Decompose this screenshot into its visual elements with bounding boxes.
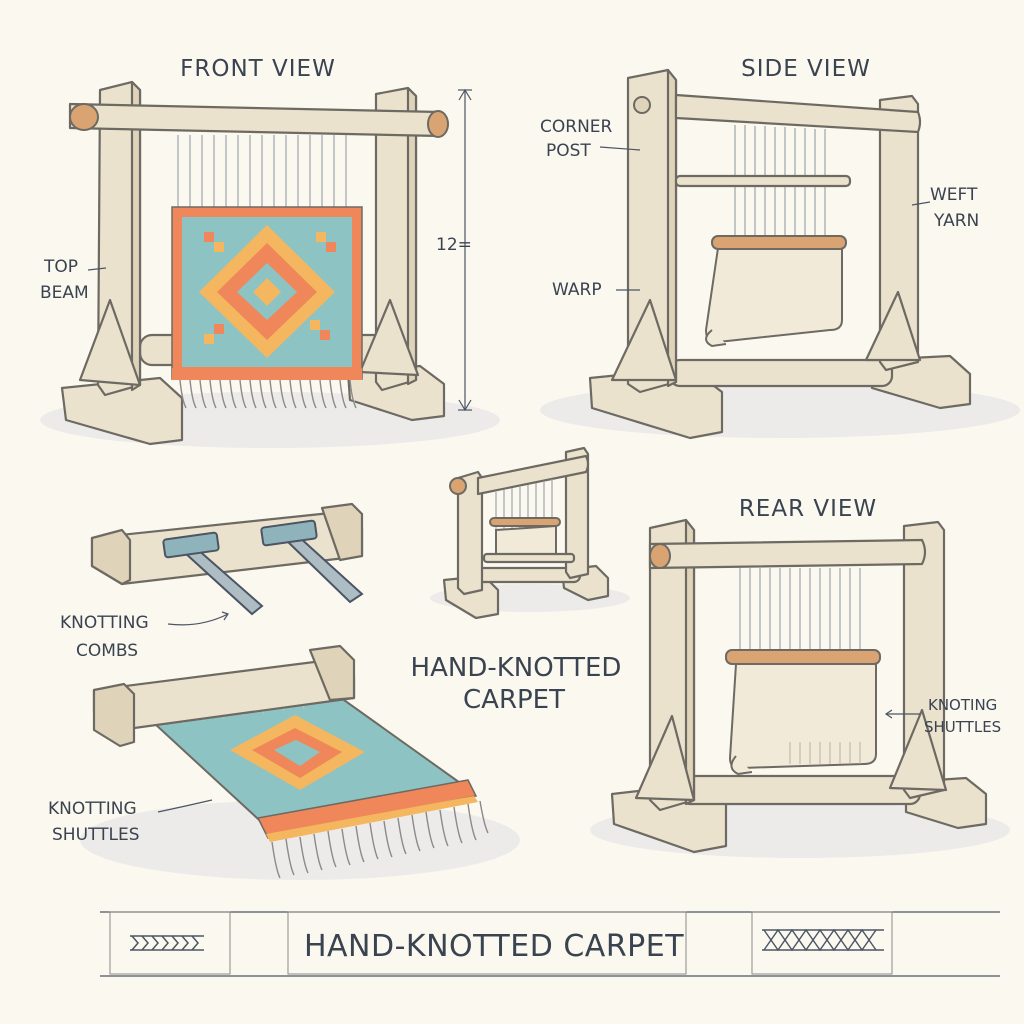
label-corner-post-line2: POST <box>546 141 591 161</box>
front-view-loom <box>40 80 500 448</box>
carpet-frame <box>80 644 520 880</box>
cross-pattern-icon <box>762 928 884 952</box>
label-corner-post-line1: CORNER <box>540 117 613 137</box>
label-knotting-shuttles-line1: KNOTTING <box>48 799 137 819</box>
center-title-line2: CARPET <box>463 685 565 715</box>
part-labels: TOP BEAM 12= CORNER POST WARP WEFT YARN … <box>40 117 1001 845</box>
footer-title: HAND-KNOTTED CARPET <box>304 929 684 964</box>
front-rug <box>171 206 363 380</box>
chevron-pattern-icon <box>130 935 204 951</box>
center-title-line1: HAND-KNOTTED <box>411 653 622 683</box>
label-top-beam-line1: TOP <box>43 257 78 277</box>
view-titles: FRONT VIEW SIDE VIEW REAR VIEW HAND-KNOT… <box>180 56 877 715</box>
footer-banner: HAND-KNOTTED CARPET <box>100 911 1000 977</box>
label-top-beam-line2: BEAM <box>40 283 89 303</box>
leader-lines <box>87 146 931 813</box>
side-view-title: SIDE VIEW <box>741 56 871 82</box>
label-knotting-combs-line2: COMBS <box>76 641 138 661</box>
rear-view-title: REAR VIEW <box>739 496 877 522</box>
small-loom <box>430 446 630 620</box>
label-height-dimension: 12= <box>436 235 472 255</box>
front-view-title: FRONT VIEW <box>180 56 336 82</box>
label-knotting-combs-line1: KNOTTING <box>60 613 149 633</box>
label-warp: WARP <box>552 280 602 300</box>
side-view-loom <box>540 68 1020 440</box>
label-weft-yarn-line1: WEFT <box>930 185 978 205</box>
height-dimension-line <box>458 88 472 412</box>
rear-view-loom <box>590 518 1010 858</box>
label-weft-yarn-line2: YARN <box>933 211 979 231</box>
label-knotting-shuttles-line2: SHUTTLES <box>52 825 140 845</box>
label-rear-shuttles-line2: SHUTTLES <box>924 718 1001 736</box>
label-rear-shuttles-line1: KNOTING <box>928 696 997 714</box>
knotting-combs <box>90 502 364 616</box>
